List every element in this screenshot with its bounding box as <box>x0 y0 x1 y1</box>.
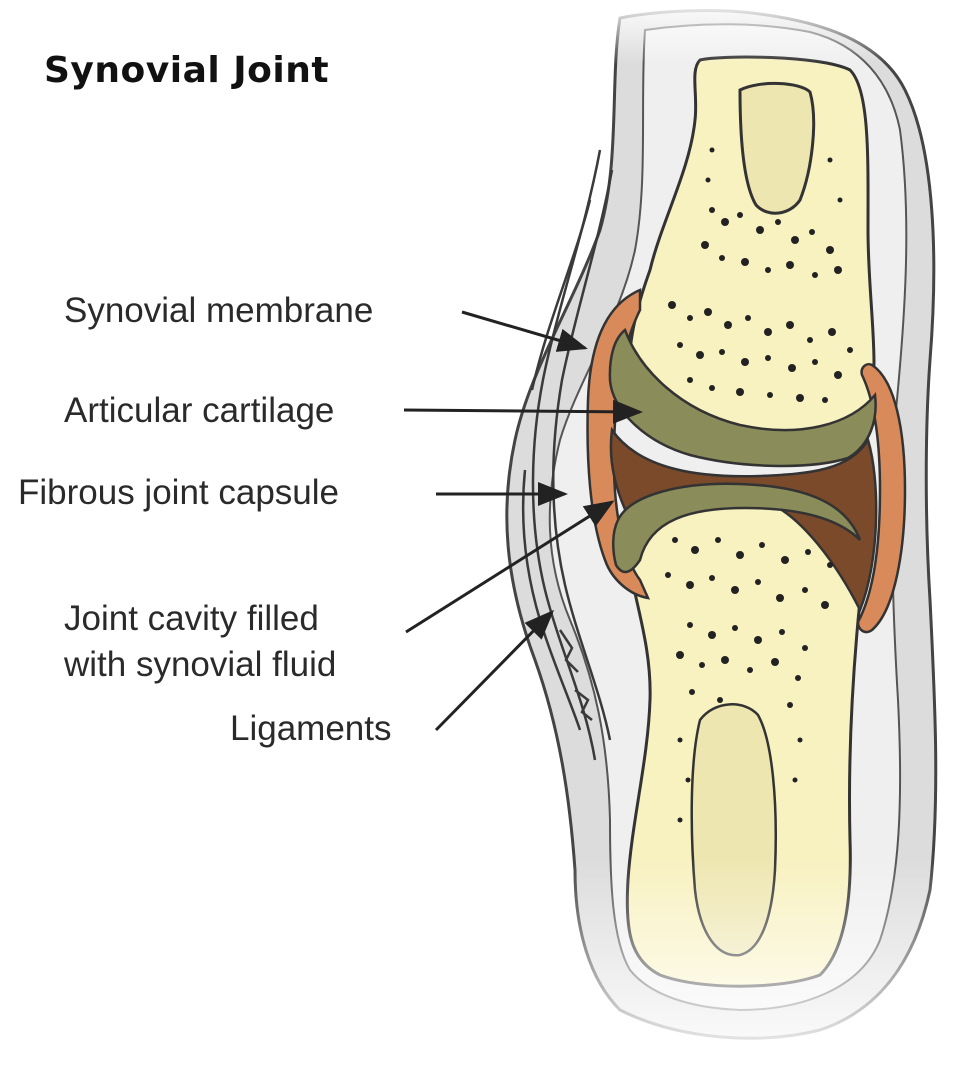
label-fibrous-joint-capsule: Fibrous joint capsule <box>18 470 339 516</box>
label-joint-cavity-line1: Joint cavity filled <box>64 596 336 642</box>
label-articular-cartilage: Articular cartilage <box>64 388 334 434</box>
pointer-articular-cartilage <box>404 410 640 412</box>
label-synovial-membrane: Synovial membrane <box>64 288 373 334</box>
diagram-title: Synovial Joint <box>44 50 329 91</box>
label-joint-cavity: Joint cavity filled with synovial fluid <box>64 596 336 688</box>
label-ligaments: Ligaments <box>230 706 391 752</box>
label-joint-cavity-line2: with synovial fluid <box>64 642 336 688</box>
